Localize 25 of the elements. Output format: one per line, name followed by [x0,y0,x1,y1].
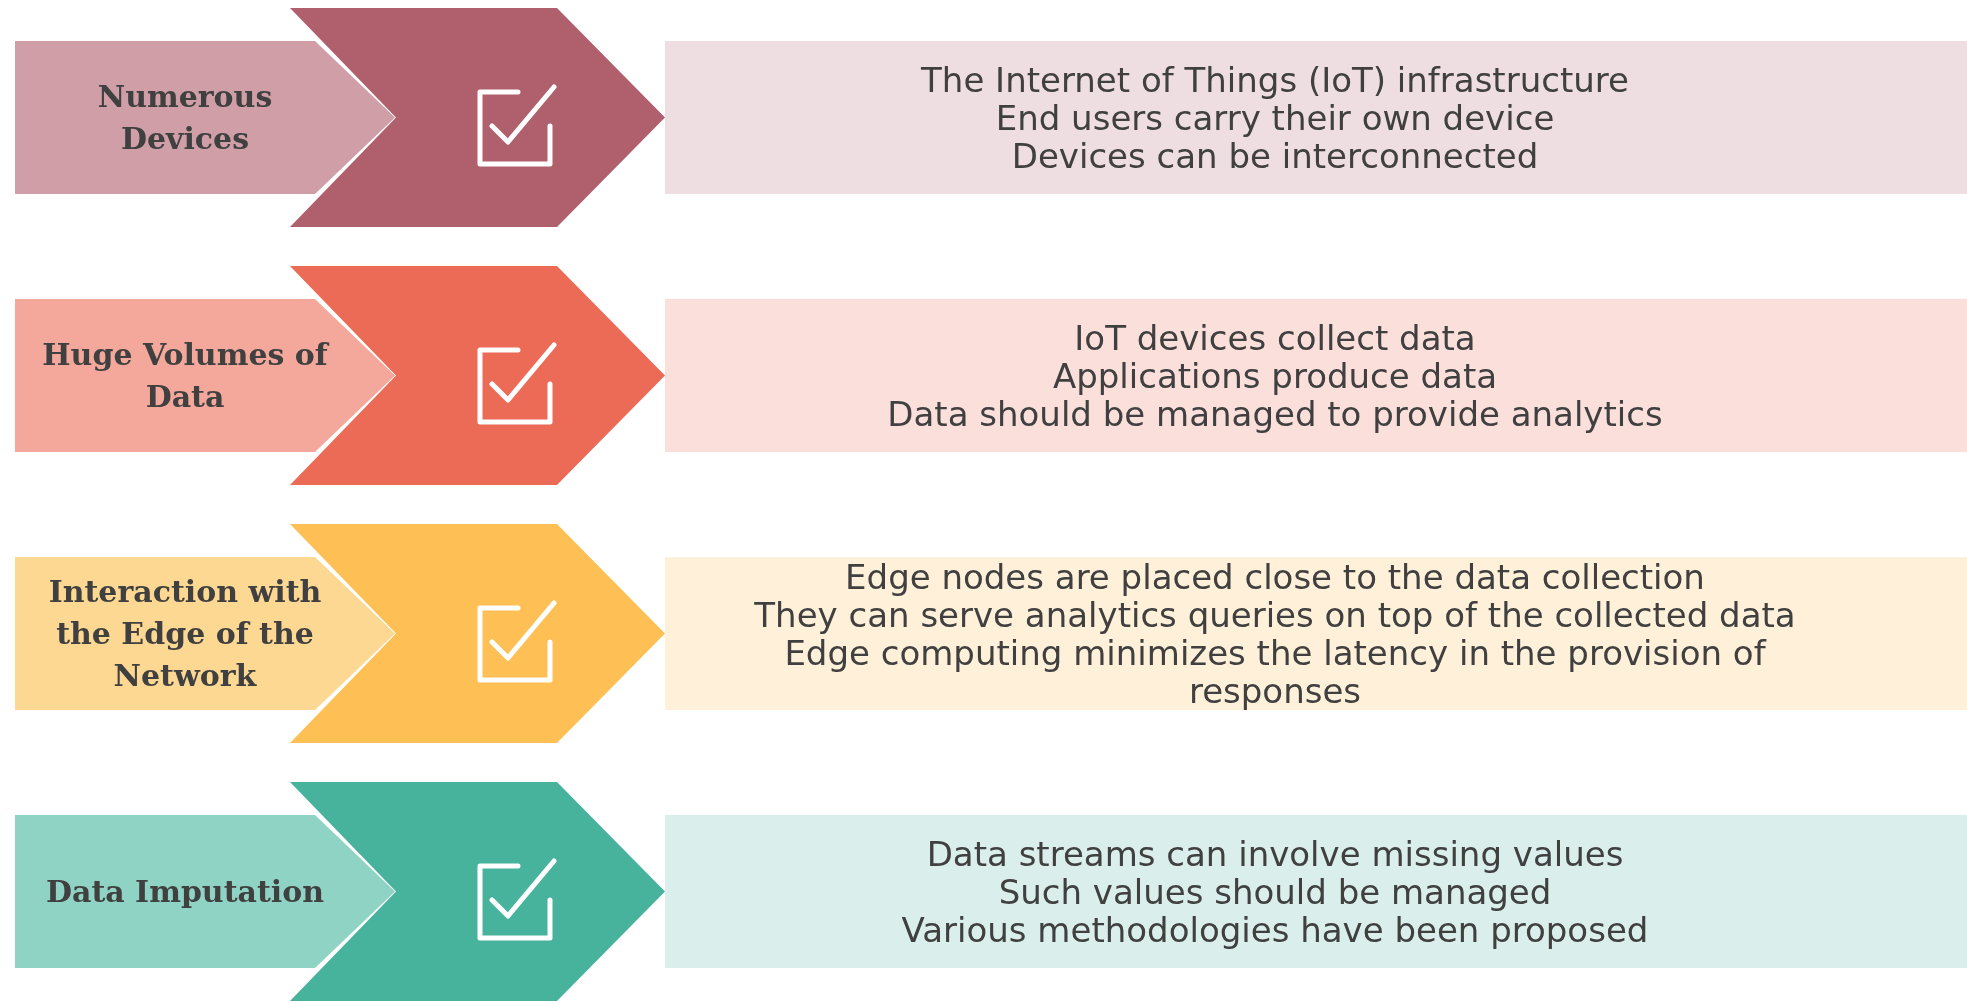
bullet-text: Edge computing minimizes the latency in the provision of responses [784,633,1768,710]
bullet-text: The Internet of Things (IoT) infrastructure [921,60,1629,99]
label-arrow [15,41,395,194]
text-band [665,299,1967,452]
bullet-text: IoT devices collect data [1074,318,1476,357]
bullet-text: Devices can be interconnected [1011,136,1539,175]
label-arrow [15,299,395,452]
category-title: Data Imputation [45,872,325,911]
chevron-tab [290,266,665,485]
category-title: Huge Volumes of Data [41,335,330,416]
bullet-text: Data should be managed to provide analytics [887,394,1663,433]
bullet-text: Various methodologies have been proposed [901,910,1649,949]
category-title: Interaction with the Edge of the Network [47,572,323,695]
bullet-text: End users carry their own device [995,98,1555,137]
bullet-text: They can serve analytics queries on top of the collected data [754,595,1796,634]
label-arrow [15,815,395,968]
text-band [665,41,1967,194]
text-band [665,815,1967,968]
category-title: Numerous Devices [96,77,274,158]
chevron-tab [290,8,665,227]
bullet-text: Applications produce data [1052,356,1498,395]
text-band [665,557,1967,710]
bullet-text: Such values should be managed [998,872,1552,911]
bullet-text: Edge nodes are placed close to the data collection [845,557,1705,596]
bullet-text: Data streams can involve missing values [926,834,1624,873]
